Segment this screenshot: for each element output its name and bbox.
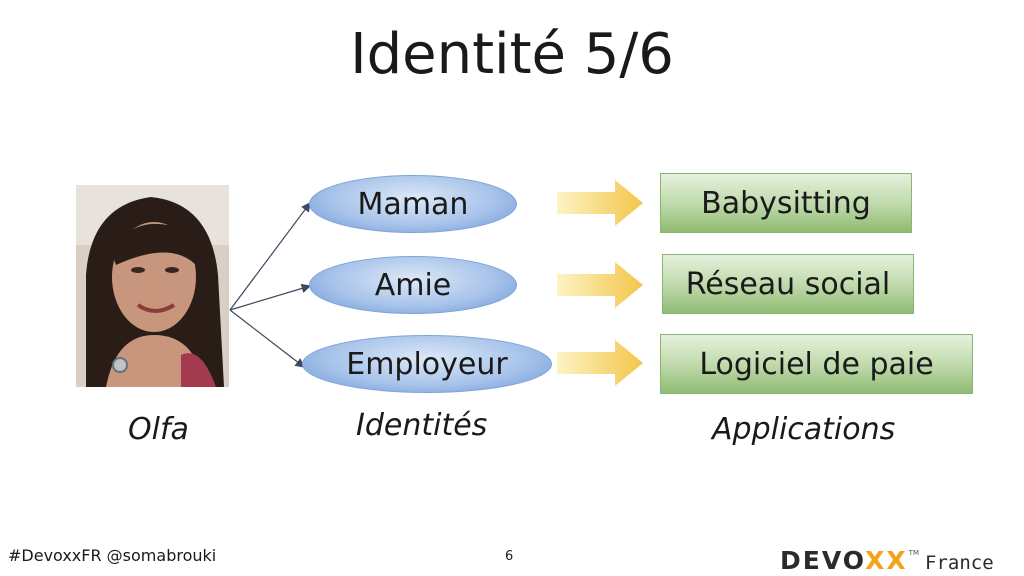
footer-hashtag: #DevoxxFR @somabrouki	[8, 546, 217, 565]
logo-word: DEVOXX	[780, 546, 908, 575]
arrow-right-icon	[557, 340, 643, 386]
person-photo	[76, 185, 229, 387]
identity-amie: Amie	[309, 256, 517, 314]
connector-to-maman	[229, 202, 311, 311]
page-number: 6	[505, 549, 514, 564]
arrow-right-icon	[557, 262, 643, 308]
application-babysitting: Babysitting	[660, 173, 912, 233]
identity-maman: Maman	[309, 175, 517, 233]
applications-caption: Applications	[712, 412, 896, 447]
arrow-right-icon	[557, 180, 643, 226]
logo-trademark: TM	[908, 549, 919, 557]
application-reseau-social: Réseau social	[662, 254, 914, 314]
connector-to-amie	[229, 283, 312, 311]
identities-caption: Identités	[356, 408, 488, 443]
slide-title: Identité 5/6	[350, 22, 674, 87]
logo-subtitle: France	[925, 552, 994, 574]
devoxx-france-logo: DEVOXX TM France	[780, 546, 994, 575]
connector-to-employeur	[229, 309, 305, 368]
identity-employeur: Employeur	[302, 335, 552, 393]
person-caption: Olfa	[128, 412, 189, 447]
application-logiciel-de-paie: Logiciel de paie	[660, 334, 973, 394]
